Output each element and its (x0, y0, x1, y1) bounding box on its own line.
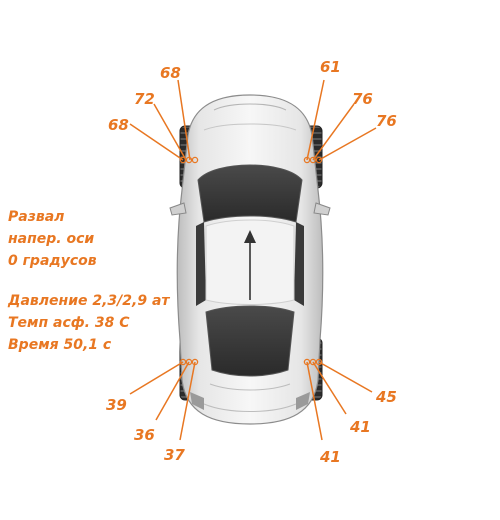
tire-rr-inner-value: 41 (319, 448, 341, 466)
tire-rr-middle-value: 41 (349, 418, 371, 436)
tire-rear-left-readings: 39 36 37 (106, 358, 199, 464)
tire-rl-outer-value: 39 (106, 396, 127, 414)
tire-rr-outer-value: 45 (375, 388, 397, 406)
tire-rl-inner-value: 37 (164, 446, 185, 464)
tire-front-left-readings: 68 72 68 (108, 64, 199, 164)
tire-fl-outer-value: 68 (160, 64, 181, 82)
test-conditions: Развал напер. оси 0 градусов Давление 2,… (8, 206, 170, 356)
arrow-up-icon (244, 230, 256, 300)
tire-fr-inner-value: 61 (320, 58, 341, 76)
tire-rear-right-readings: 45 41 41 (303, 358, 397, 466)
asphalt-temp-text: Темп асф. 38 С (8, 315, 130, 331)
car-top-view-icon (169, 94, 331, 425)
tire-fl-inner-value: 68 (108, 116, 129, 134)
camber-label-line1: Развал (8, 209, 65, 225)
lap-time-text: Время 50,1 с (8, 337, 112, 353)
tire-front-right-readings: 61 76 76 (303, 58, 397, 164)
tire-fr-middle-value: 76 (352, 90, 373, 108)
camber-label-line2: напер. оси (8, 231, 95, 247)
rear-window (205, 305, 295, 377)
tire-fr-outer-value: 76 (376, 112, 397, 130)
camber-value: 0 градусов (8, 253, 97, 269)
pressure-text: Давление 2,3/2,9 ат (8, 293, 170, 309)
windshield (197, 164, 303, 223)
right-mirror (313, 202, 331, 216)
tire-fl-middle-value: 72 (134, 90, 155, 108)
left-mirror (169, 202, 187, 216)
tire-rl-middle-value: 36 (134, 426, 155, 444)
